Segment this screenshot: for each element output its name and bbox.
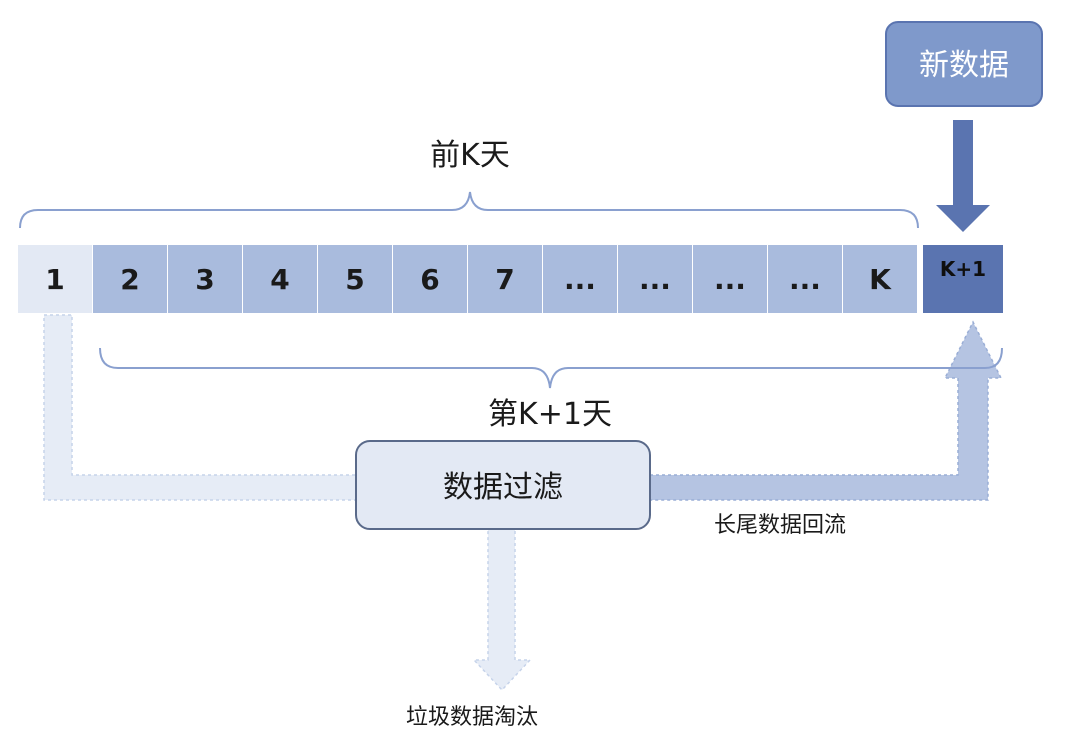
day-cell-label: ... [639,263,671,296]
day-cell [693,245,767,313]
day-cell-label: K [869,263,892,296]
cell-kplus1 [923,245,1003,313]
new-data-box [885,21,1043,107]
new-data-label: 新数据 [919,48,1009,83]
day-cell-label: ... [714,263,746,296]
day-cell [468,245,542,313]
day-cell [243,245,317,313]
day-cell-label: 6 [420,263,439,296]
top-brace-label: 前K天 [430,138,510,173]
day-cell-label: 5 [345,263,364,296]
day-cell [543,245,617,313]
bottom-brace [99,347,1003,389]
day-cell-label: ... [564,263,596,296]
day-cell-label: 1 [45,263,64,296]
day-cell-label: 3 [195,263,214,296]
recycle-flow-arrow [649,320,1003,501]
day-cell-label: ... [789,263,821,296]
day-cell [93,245,167,313]
day-cell-label: 7 [495,263,514,296]
data-filter-label: 数据过滤 [443,470,563,505]
day-cell-label: 2 [120,263,139,296]
day-cell [318,245,392,313]
bottom-brace-label: 第K+1天 [488,397,612,432]
day-cell [768,245,842,313]
day-cell [618,245,692,313]
discard-label: 垃圾数据淘汰 [406,705,538,730]
day-cell-label: 4 [270,263,289,296]
day-cell [18,245,92,313]
day-cell [843,245,917,313]
data-filter-box [355,440,651,530]
new-data-down-arrow [936,120,990,232]
cell-kplus1-label: K+1 [940,257,986,281]
day-cell [393,245,467,313]
day-cell [168,245,242,313]
cell1-to-filter-flow [43,314,361,501]
recycle-label: 长尾数据回流 [714,513,846,538]
top-brace [19,191,919,229]
discard-flow-arrow [472,527,532,692]
day-cells-row: 1 2 3 4 5 6 7............ K [18,245,917,313]
